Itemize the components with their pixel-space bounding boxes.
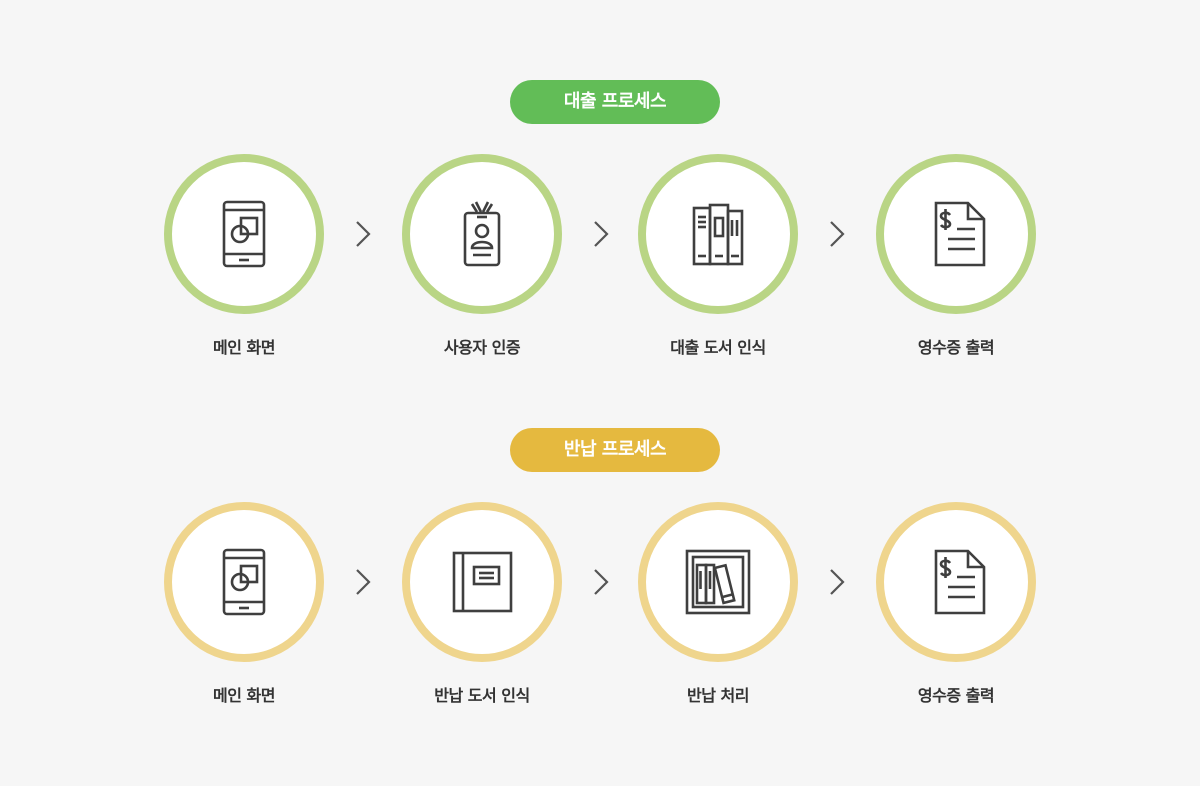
- return-arrow-3: [827, 567, 847, 597]
- return-step-processing: [638, 502, 798, 662]
- loan-process-title: 대출 프로세스: [510, 80, 720, 124]
- chevron-right-icon: [830, 221, 845, 247]
- return-arrow-2: [591, 567, 611, 597]
- smartphone-icon: [222, 200, 266, 268]
- chevron-right-icon: [356, 221, 371, 247]
- return-process-title: 반납 프로세스: [510, 428, 720, 472]
- return-step-label: 반납 도서 인식: [434, 686, 530, 705]
- return-step-label: 영수증 출력: [917, 686, 995, 705]
- return-step-label: 반납 처리: [687, 686, 749, 705]
- loan-step-label: 영수증 출력: [917, 338, 995, 357]
- return-step-receipt: [876, 502, 1036, 662]
- receipt-icon: [934, 549, 986, 615]
- loan-arrow-2: [591, 219, 611, 249]
- id-badge-icon: [463, 201, 501, 267]
- return-arrow-1: [353, 567, 373, 597]
- loan-step-user-auth: [402, 154, 562, 314]
- loan-step-label: 대출 도서 인식: [670, 338, 766, 357]
- loan-arrow-3: [827, 219, 847, 249]
- return-step-main-screen: [164, 502, 324, 662]
- receipt-icon: [934, 201, 986, 267]
- chevron-right-icon: [594, 569, 609, 595]
- loan-step-main-screen: [164, 154, 324, 314]
- loan-step-receipt: [876, 154, 1036, 314]
- return-step-book-recognition: [402, 502, 562, 662]
- loan-step-label: 메인 화면: [213, 338, 275, 357]
- chevron-right-icon: [830, 569, 845, 595]
- chevron-right-icon: [356, 569, 371, 595]
- loan-arrow-1: [353, 219, 373, 249]
- chevron-right-icon: [594, 221, 609, 247]
- bookshelf-icon: [685, 549, 751, 615]
- book-icon: [452, 551, 513, 613]
- loan-step-label: 사용자 인증: [443, 338, 521, 357]
- books-icon: [692, 203, 744, 266]
- return-step-label: 메인 화면: [213, 686, 275, 705]
- smartphone-icon: [222, 548, 266, 616]
- loan-step-book-recognition: [638, 154, 798, 314]
